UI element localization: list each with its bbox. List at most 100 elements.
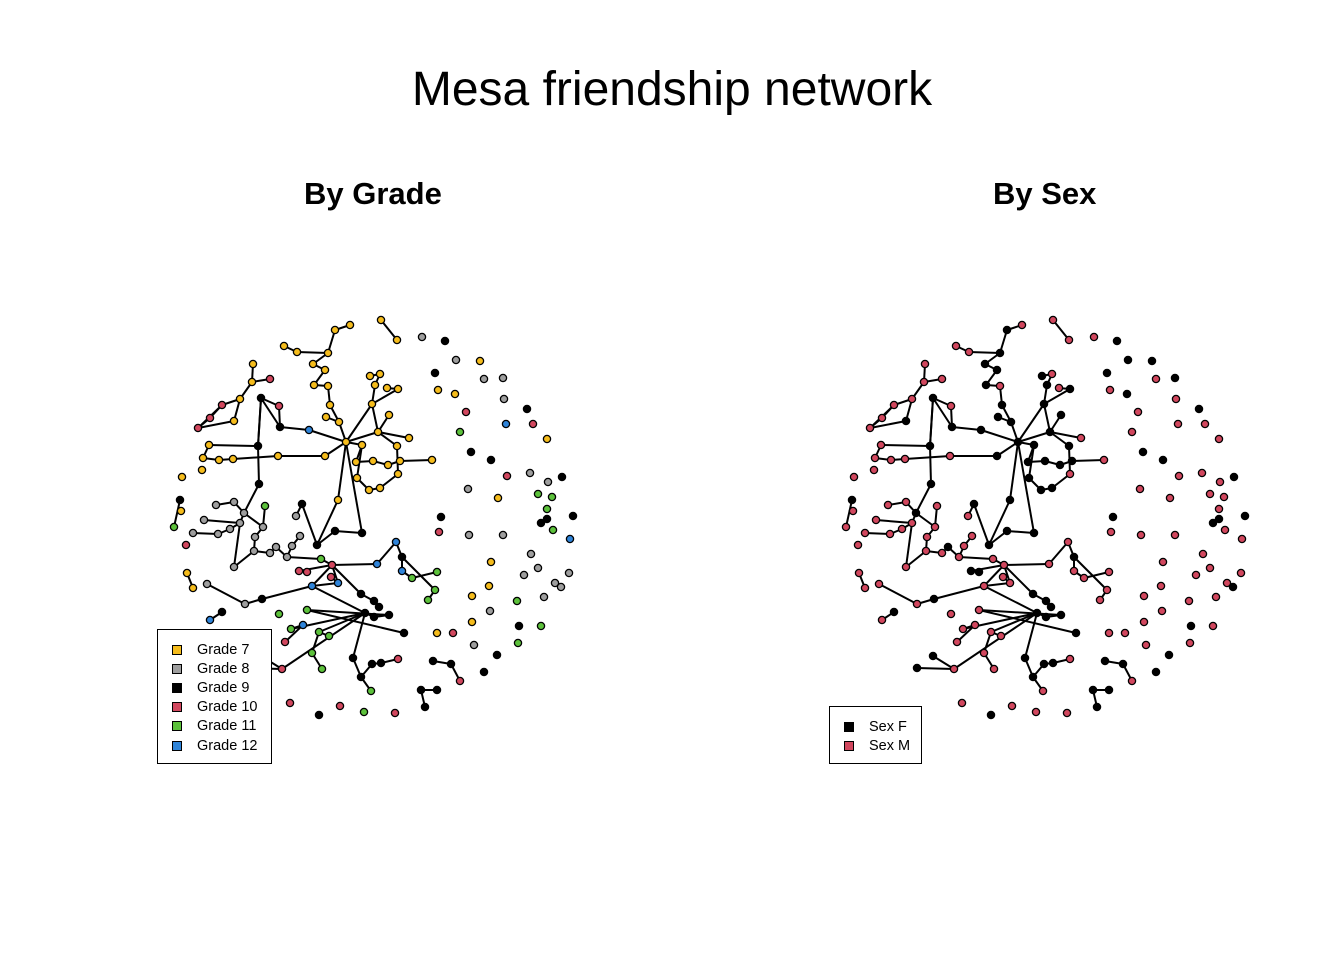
network-node [925,441,935,451]
network-node [1215,477,1225,487]
network-node [312,540,322,550]
network-node [502,471,512,481]
network-node [1104,567,1114,577]
network-edge [401,556,436,591]
network-node [253,441,263,451]
network-node [1156,581,1166,591]
network-node [1017,320,1027,330]
network-node [937,548,947,558]
network-node [1127,427,1137,437]
network-node [1041,596,1051,606]
network-node [176,506,186,516]
network-node [877,615,887,625]
network-edge [334,530,363,534]
legend-item-grade-8: Grade 8 [158,659,271,678]
network-node [513,638,523,648]
network-node [217,607,227,617]
network-node [395,456,405,466]
network-edge [376,541,397,565]
network-node [536,621,546,631]
network-node [1135,484,1145,494]
network-node [370,380,380,390]
network-node [1104,685,1114,695]
network-edge [203,519,241,524]
network-edge [845,499,853,528]
network-edge [311,582,339,587]
network-edge [306,609,405,634]
network-node [202,579,212,589]
network-node [314,627,324,637]
network-node [1048,315,1058,325]
network-node [407,573,417,583]
network-edge [232,455,279,460]
legend-label: Grade 10 [197,699,258,716]
network-node [1005,578,1015,588]
network-node [302,605,312,615]
network-node [436,512,446,522]
network-node [1157,606,1167,616]
network-node [1191,570,1201,580]
network-node [351,457,361,467]
network-edge [286,556,322,560]
network-node [871,515,881,525]
network-edge [1017,431,1051,443]
network-node [365,371,375,381]
network-node [352,473,362,483]
network-node [1165,493,1175,503]
network-edge [953,612,1038,670]
network-node [376,658,386,668]
network-node [450,389,460,399]
network-node [1185,638,1195,648]
network-node [430,368,440,378]
network-node [1040,456,1050,466]
network-node [448,628,458,638]
network-node [291,511,301,521]
network-node [919,377,929,387]
network-node [1065,469,1075,479]
network-node [1062,708,1072,718]
network-node [974,605,984,615]
network-node [320,451,330,461]
network-node [1047,369,1057,379]
network-node [205,413,215,423]
network-node [989,664,999,674]
network-node [1054,383,1064,393]
network-edge [1048,541,1069,565]
network-node [369,596,379,606]
network-node [326,572,336,582]
network-edge [380,319,398,341]
network-node [998,572,1008,582]
network-node [847,495,857,505]
network-node [1069,552,1079,562]
network-node [543,477,553,487]
network-node [1139,617,1149,627]
network-node [1214,434,1224,444]
network-node [357,440,367,450]
network-node [317,664,327,674]
network-node [275,422,285,432]
network-node [1197,468,1207,478]
network-node [235,394,245,404]
network-node [1044,559,1054,569]
network-node [359,707,369,717]
network-node [1205,563,1215,573]
network-node [525,468,535,478]
network-edge [308,429,347,443]
network-node [542,504,552,514]
network-edge [233,550,255,568]
legend-swatch [844,721,854,732]
network-node [416,685,426,695]
network-node [1088,685,1098,695]
network-node [1208,621,1218,631]
network-edge [331,563,378,566]
network-edge [978,609,1077,634]
network-node [1112,336,1122,346]
network-node [869,465,879,475]
network-edge [905,550,927,568]
network-node [901,562,911,572]
network-node [1240,511,1250,521]
network-node [499,394,509,404]
legend-item-grade-10: Grade 10 [158,698,271,717]
network-edge [345,431,379,443]
network-node [324,631,334,641]
